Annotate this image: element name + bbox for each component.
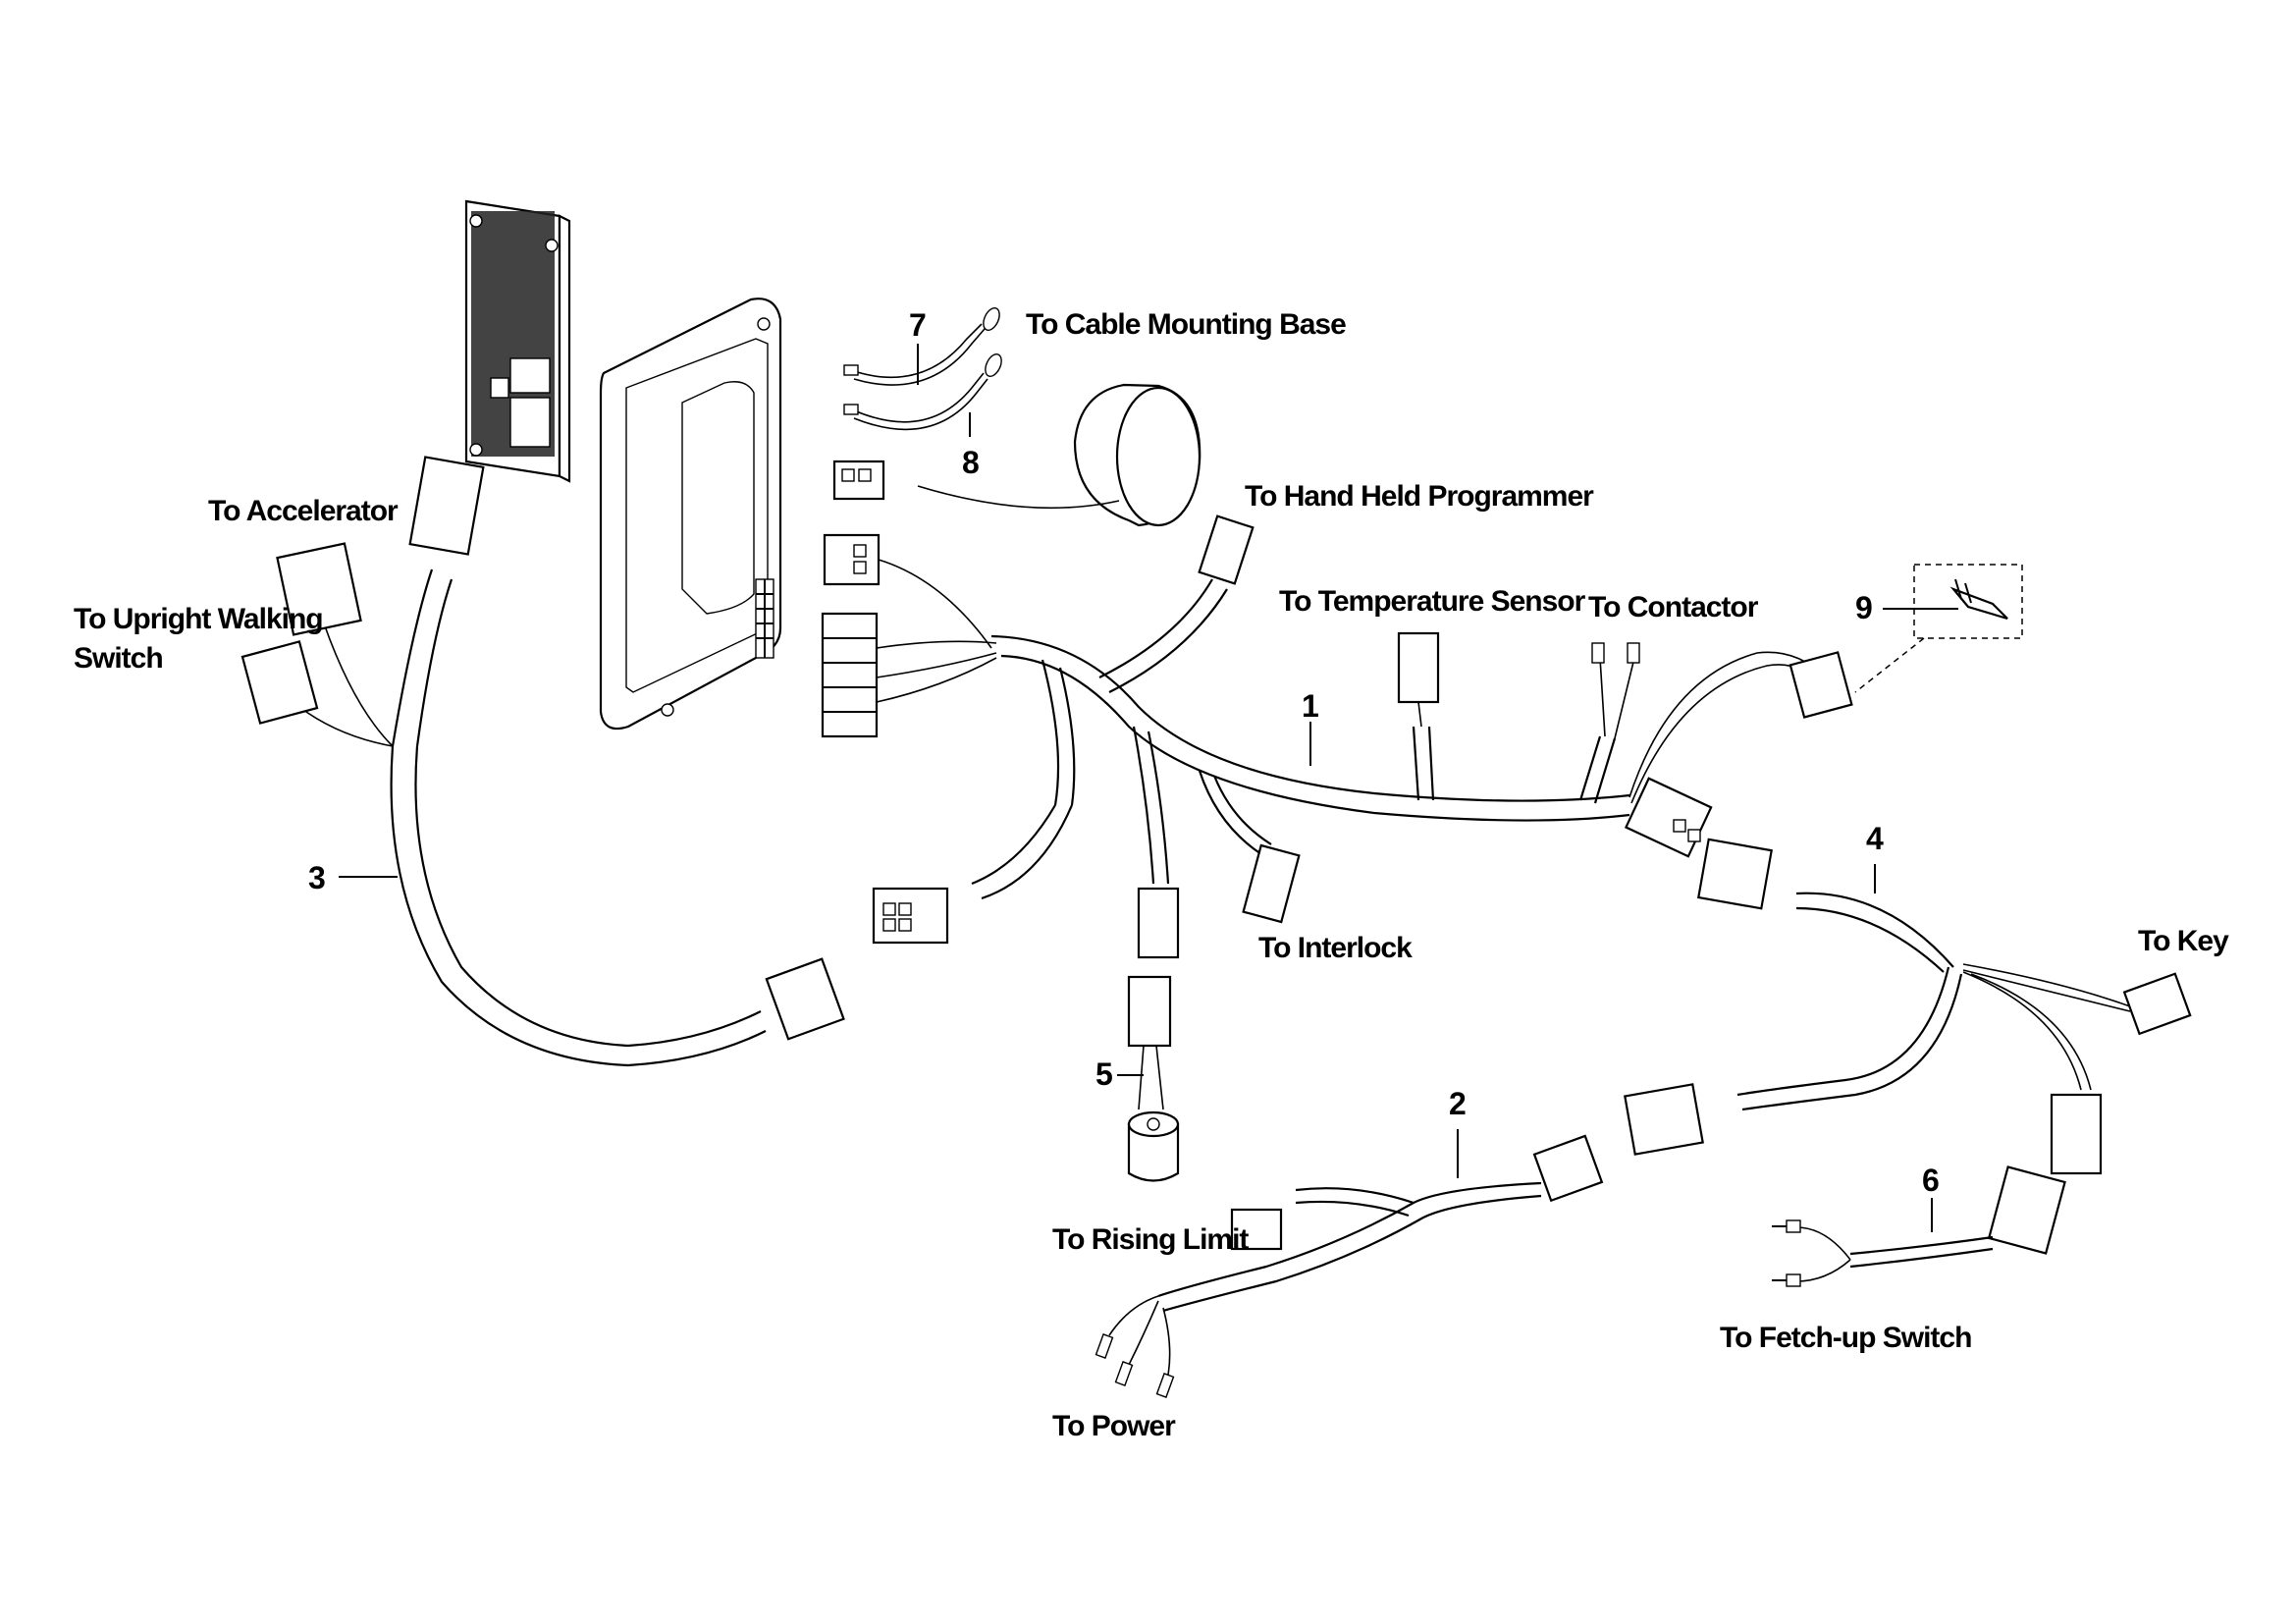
- callout-1: 1: [1302, 688, 1319, 724]
- controller-pin-grid: [755, 578, 774, 659]
- circuit-board: [464, 199, 571, 483]
- coil: [1117, 975, 1180, 1182]
- callout-3: 3: [308, 860, 326, 895]
- label-rising-limit: To Rising Limit: [1052, 1223, 1249, 1256]
- main-harness: [872, 514, 1853, 959]
- callout-6: 6: [1922, 1163, 1940, 1198]
- label-interlock: To Interlock: [1258, 932, 1413, 964]
- label-accelerator: To Accelerator: [208, 495, 399, 527]
- controller-housing: [599, 298, 782, 731]
- power-harness: [1095, 1129, 1604, 1398]
- label-fetch-up-switch: To Fetch-up Switch: [1720, 1322, 1971, 1354]
- callout-4: 4: [1866, 821, 1884, 856]
- callout-5: 5: [1095, 1056, 1113, 1092]
- key-harness: [1624, 838, 2192, 1175]
- ground-lead-8: [843, 353, 1002, 431]
- label-contactor: To Contactor: [1588, 591, 1759, 623]
- callout-2: 2: [1449, 1086, 1467, 1121]
- fetch-up-harness: [1772, 1165, 2066, 1287]
- fuse: [1854, 564, 2023, 693]
- callout-7: 7: [909, 307, 927, 343]
- label-temperature-sensor: To Temperature Sensor: [1279, 585, 1586, 618]
- label-key: To Key: [2138, 925, 2229, 957]
- label-upright-walking-switch-line2: Switch: [74, 642, 163, 675]
- callout-8: 8: [962, 445, 980, 480]
- label-hand-held-programmer: To Hand Held Programmer: [1245, 480, 1594, 513]
- ground-lead-7: [843, 307, 1000, 386]
- label-upright-walking-switch-line1: To Upright Walking: [74, 603, 323, 635]
- callout-9: 9: [1855, 590, 1873, 625]
- buzzer: [832, 383, 1201, 527]
- accelerator-harness: [240, 456, 845, 1067]
- label-cable-mounting-base: To Cable Mounting Base: [1026, 308, 1346, 341]
- label-power: To Power: [1052, 1410, 1176, 1442]
- controller-connectors: [821, 533, 997, 738]
